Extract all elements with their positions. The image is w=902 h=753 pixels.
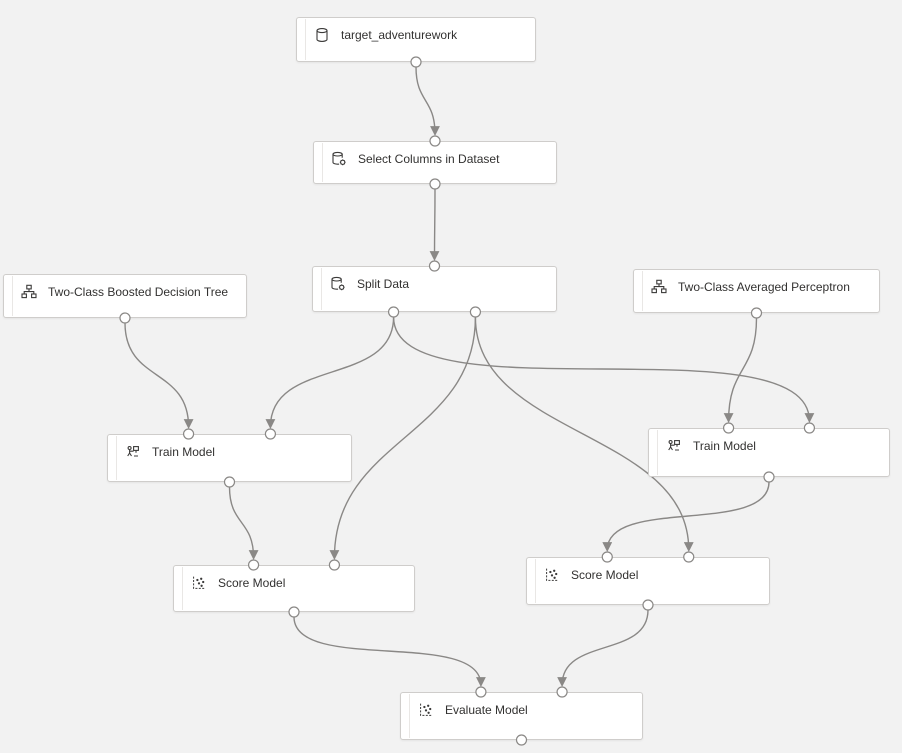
port-output-0-split-data[interactable] bbox=[387, 306, 400, 318]
node-train-model-left[interactable]: Train Model bbox=[107, 434, 352, 482]
scatter-icon bbox=[191, 575, 207, 591]
hierarchy-icon bbox=[21, 284, 37, 300]
node-label: Split Data bbox=[357, 277, 410, 291]
node-label: Train Model bbox=[152, 445, 215, 459]
edge-score-model-left-to-evaluate-model[interactable] bbox=[293, 616, 486, 687]
scatter-icon bbox=[544, 567, 560, 583]
node-header: Train Model bbox=[108, 435, 351, 460]
node-evaluate-model[interactable]: Evaluate Model bbox=[400, 692, 643, 740]
edge-split-data-to-train-model-right[interactable] bbox=[392, 316, 815, 423]
node-label: target_adventurework bbox=[341, 28, 458, 42]
port-output-0-averaged-perceptron[interactable] bbox=[750, 307, 763, 319]
port-input-0-select-columns[interactable] bbox=[429, 135, 441, 147]
edge-split-data-to-score-model-right[interactable] bbox=[474, 316, 694, 552]
edge-target-adventurework-to-select-columns[interactable] bbox=[415, 66, 440, 136]
port-input-1-train-model-right[interactable] bbox=[803, 422, 816, 434]
port-output-0-train-model-left[interactable] bbox=[223, 476, 236, 488]
port-input-1-train-model-left[interactable] bbox=[264, 428, 277, 440]
database-gear-icon bbox=[330, 276, 346, 292]
node-header: Two-Class Averaged Perceptron bbox=[634, 270, 879, 295]
node-score-model-left[interactable]: Score Model bbox=[173, 565, 415, 612]
node-label: Train Model bbox=[693, 439, 756, 453]
edge-score-model-right-to-evaluate-model[interactable] bbox=[557, 609, 649, 687]
node-label: Evaluate Model bbox=[445, 703, 528, 717]
edge-split-data-to-train-model-left[interactable] bbox=[265, 316, 395, 429]
port-output-0-evaluate-model[interactable] bbox=[515, 734, 528, 746]
edge-train-model-left-to-score-model-left[interactable] bbox=[228, 486, 259, 560]
port-output-0-score-model-left[interactable] bbox=[288, 606, 300, 618]
edge-averaged-perceptron-to-train-model-right[interactable] bbox=[723, 317, 758, 423]
node-boosted-tree[interactable]: Two-Class Boosted Decision Tree bbox=[3, 274, 247, 318]
node-header: Score Model bbox=[527, 558, 769, 583]
database-icon bbox=[314, 27, 330, 43]
node-select-columns[interactable]: Select Columns in Dataset bbox=[313, 141, 557, 184]
node-score-model-right[interactable]: Score Model bbox=[526, 557, 770, 605]
node-label: Two-Class Boosted Decision Tree bbox=[48, 285, 229, 299]
port-input-0-score-model-left[interactable] bbox=[247, 559, 260, 571]
database-gear-icon bbox=[331, 151, 347, 167]
node-header: Two-Class Boosted Decision Tree bbox=[4, 275, 246, 300]
node-header: target_adventurework bbox=[297, 18, 535, 43]
port-input-1-score-model-left[interactable] bbox=[328, 559, 341, 571]
edge-split-data-to-score-model-left[interactable] bbox=[329, 316, 477, 560]
port-input-0-score-model-right[interactable] bbox=[601, 551, 613, 563]
node-split-data[interactable]: Split Data bbox=[312, 266, 557, 312]
port-output-0-select-columns[interactable] bbox=[429, 178, 441, 190]
edge-select-columns-to-split-data[interactable] bbox=[429, 188, 440, 261]
train-model-icon bbox=[125, 444, 141, 460]
port-input-0-evaluate-model[interactable] bbox=[475, 686, 487, 698]
node-label: Select Columns in Dataset bbox=[358, 152, 500, 166]
edge-boosted-tree-to-train-model-left[interactable] bbox=[124, 322, 194, 429]
port-output-0-train-model-right[interactable] bbox=[763, 471, 775, 483]
node-header: Train Model bbox=[649, 429, 889, 454]
port-output-0-score-model-right[interactable] bbox=[642, 599, 654, 611]
scatter-icon bbox=[418, 702, 434, 718]
node-label: Two-Class Averaged Perceptron bbox=[678, 280, 850, 294]
node-label: Score Model bbox=[571, 568, 639, 582]
port-input-0-train-model-left[interactable] bbox=[182, 428, 195, 440]
node-target-adventurework[interactable]: target_adventurework bbox=[296, 17, 536, 62]
port-input-1-score-model-right[interactable] bbox=[683, 551, 695, 563]
node-averaged-perceptron[interactable]: Two-Class Averaged Perceptron bbox=[633, 269, 880, 313]
node-header: Score Model bbox=[174, 566, 414, 591]
hierarchy-icon bbox=[651, 279, 667, 295]
node-header: Select Columns in Dataset bbox=[314, 142, 556, 167]
port-output-1-split-data[interactable] bbox=[469, 306, 482, 318]
node-header: Evaluate Model bbox=[401, 693, 642, 718]
node-train-model-right[interactable]: Train Model bbox=[648, 428, 890, 477]
port-input-1-evaluate-model[interactable] bbox=[556, 686, 568, 698]
edge-train-model-right-to-score-model-right[interactable] bbox=[602, 481, 770, 552]
port-input-0-train-model-right[interactable] bbox=[722, 422, 735, 434]
port-output-0-boosted-tree[interactable] bbox=[119, 312, 131, 324]
port-input-0-split-data[interactable] bbox=[428, 260, 441, 272]
node-header: Split Data bbox=[313, 267, 556, 292]
train-model-icon bbox=[666, 438, 682, 454]
node-label: Score Model bbox=[218, 576, 286, 590]
port-output-0-target-adventurework[interactable] bbox=[410, 56, 422, 68]
